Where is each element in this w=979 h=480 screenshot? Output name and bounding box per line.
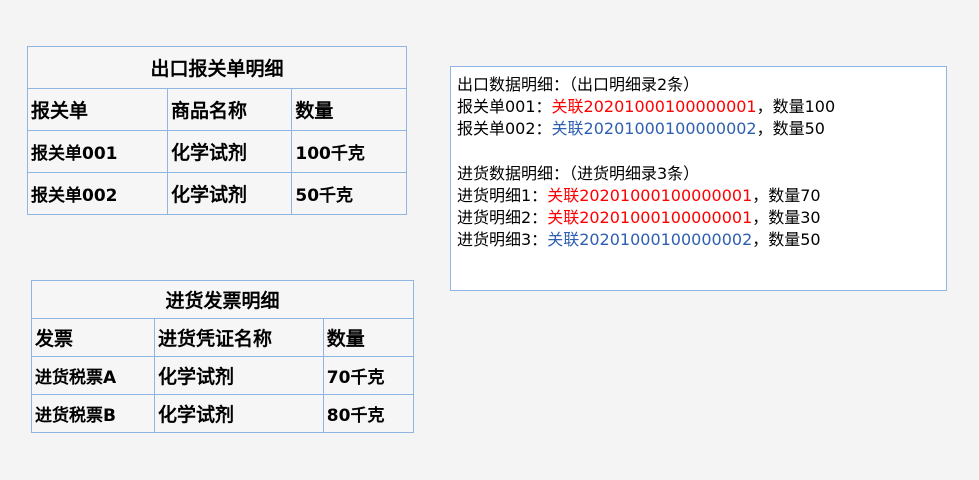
export-detail-heading: 出口数据明细：（出口明细录2条）: [457, 75, 700, 94]
line-prefix: 报关单001：: [457, 97, 552, 116]
line-prefix: 进货明细3：: [457, 230, 548, 249]
purchase-detail-line: 进货明细1：关联20201000100000001，数量70: [457, 185, 940, 207]
table-row: 进货税票A 化学试剂 70千克: [31, 356, 415, 395]
purchase-table-title: 进货发票明细: [31, 280, 414, 319]
link-text: 关联20201000100000002: [551, 119, 757, 138]
purchase-detail-heading: 进货数据明细：（进货明细录3条）: [457, 164, 700, 183]
line-suffix: ，数量50: [756, 119, 825, 138]
table-cell: 化学试剂: [167, 130, 293, 173]
link-text: 关联20201000100000002: [547, 230, 753, 249]
table-cell: 进货税票B: [31, 394, 155, 433]
column-header: 数量: [291, 88, 407, 131]
table-cell: 70千克: [322, 356, 415, 395]
link-text: 关联20201000100000001: [547, 186, 753, 205]
table-row: 报关单002 化学试剂 50千克: [26, 172, 407, 215]
table-cell: 报关单001: [26, 130, 169, 173]
column-header: 数量: [322, 318, 415, 357]
line-prefix: 进货明细2：: [457, 208, 548, 227]
purchase-detail-line: 进货明细2：关联20201000100000001，数量30: [457, 207, 940, 229]
line-suffix: ，数量30: [752, 208, 821, 227]
table-cell: 100千克: [291, 130, 407, 173]
line-suffix: ，数量70: [752, 186, 821, 205]
detail-text-box: 出口数据明细：（出口明细录2条） 报关单001：关联20201000100000…: [450, 66, 947, 291]
export-table-title: 出口报关单明细: [27, 46, 407, 89]
column-header: 发票: [31, 318, 155, 357]
link-text: 关联20201000100000001: [547, 208, 753, 227]
export-declaration-table: 出口报关单明细 报关单 商品名称 数量 报关单001 化学试剂 100千克 报关…: [26, 46, 407, 215]
line-prefix: 报关单002：: [457, 119, 552, 138]
table-cell: 化学试剂: [153, 356, 324, 395]
table-cell: 80千克: [322, 394, 415, 433]
export-detail-line: 报关单001：关联20201000100000001，数量100: [457, 96, 940, 118]
line-suffix: ，数量100: [756, 97, 836, 116]
column-header: 报关单: [26, 88, 169, 131]
purchase-invoice-table: 进货发票明细 发票 进货凭证名称 数量 进货税票A 化学试剂 70千克 进货税票…: [31, 280, 415, 433]
table-cell: 化学试剂: [153, 394, 324, 433]
table-cell: 进货税票A: [31, 356, 155, 395]
purchase-detail-line: 进货明细3：关联20201000100000002，数量50: [457, 229, 940, 251]
table-cell: 50千克: [291, 172, 407, 215]
table-row: 进货税票B 化学试剂 80千克: [31, 394, 415, 433]
table-header-row: 报关单 商品名称 数量: [26, 88, 407, 131]
table-cell: 报关单002: [26, 172, 169, 215]
column-header: 商品名称: [167, 88, 293, 131]
column-header: 进货凭证名称: [153, 318, 324, 357]
line-prefix: 进货明细1：: [457, 186, 548, 205]
table-cell: 化学试剂: [167, 172, 293, 215]
table-row: 报关单001 化学试剂 100千克: [26, 130, 407, 173]
table-header-row: 发票 进货凭证名称 数量: [31, 318, 415, 357]
line-suffix: ，数量50: [752, 230, 821, 249]
spacer: [457, 140, 940, 163]
link-text: 关联20201000100000001: [551, 97, 757, 116]
export-detail-line: 报关单002：关联20201000100000002，数量50: [457, 118, 940, 140]
